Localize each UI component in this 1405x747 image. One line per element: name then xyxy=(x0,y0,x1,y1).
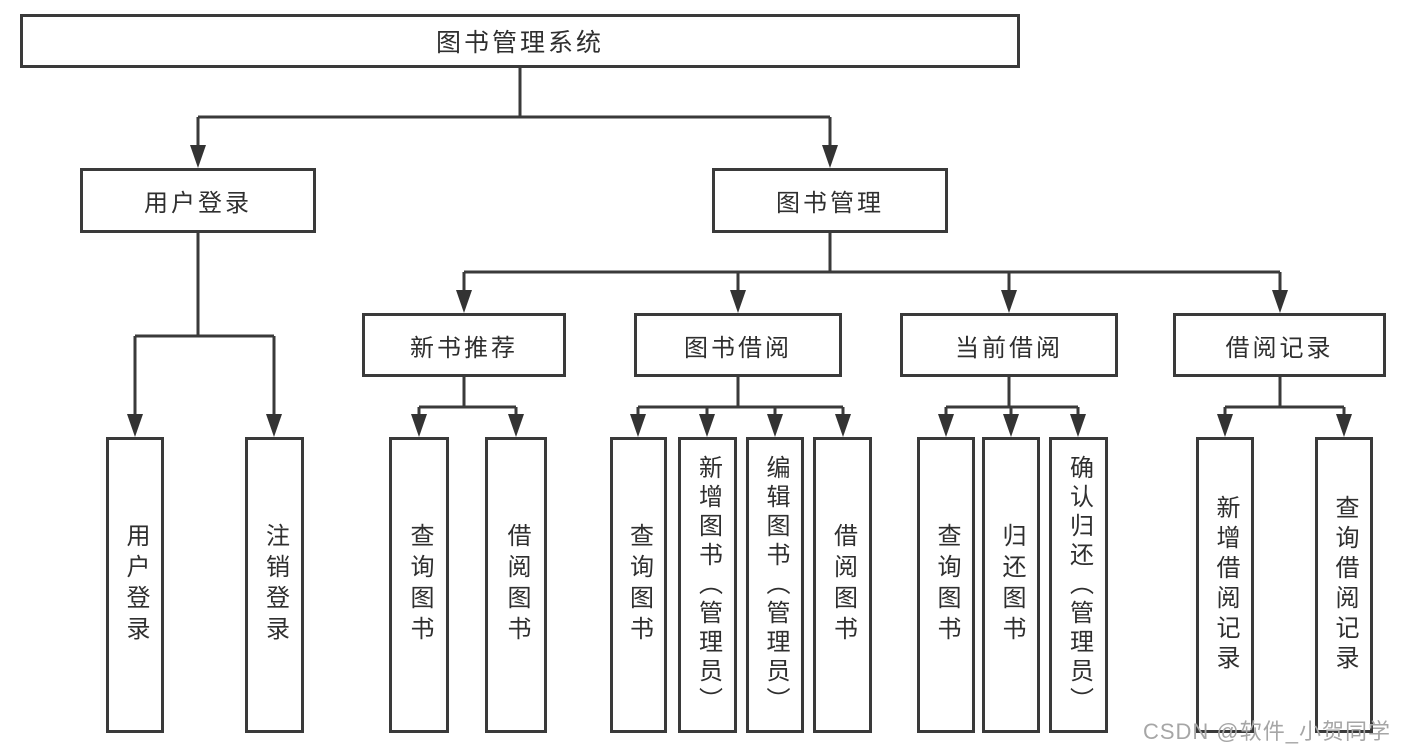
node-current-borrowing: 当前借阅 xyxy=(900,313,1118,377)
leaf-logout: 注销登录 xyxy=(245,437,304,733)
leaf-query-books-recommend-label: 查询图书 xyxy=(406,523,433,647)
leaf-borrow-books-borrowing-label: 借阅图书 xyxy=(829,523,857,647)
leaf-query-books-current: 查询图书 xyxy=(917,437,975,733)
leaf-query-borrow-record: 查询借阅记录 xyxy=(1315,437,1373,733)
node-book-borrowing: 图书借阅 xyxy=(634,313,842,377)
leaf-return-books: 归还图书 xyxy=(982,437,1040,733)
leaf-query-books-borrowing: 查询图书 xyxy=(610,437,667,733)
leaf-add-book-admin: 新增图书（管理员） xyxy=(678,437,737,733)
leaf-edit-book-admin: 编辑图书（管理员） xyxy=(746,437,804,733)
leaf-confirm-return-admin: 确认归还（管理员） xyxy=(1049,437,1108,733)
node-new-book-recommend: 新书推荐 xyxy=(362,313,566,377)
leaf-query-books-current-label: 查询图书 xyxy=(933,523,960,647)
node-book-management-label: 图书管理 xyxy=(776,190,884,217)
node-book-borrowing-label: 图书借阅 xyxy=(684,334,792,362)
leaf-query-books-recommend: 查询图书 xyxy=(389,437,449,733)
leaf-add-borrow-record-label: 新增借阅记录 xyxy=(1212,495,1239,675)
node-new-book-recommend-label: 新书推荐 xyxy=(410,334,518,362)
leaf-add-book-admin-label: 新增图书（管理员） xyxy=(694,454,722,716)
leaf-borrow-books-recommend-label: 借阅图书 xyxy=(503,523,530,647)
leaf-logout-label: 注销登录 xyxy=(261,523,289,647)
leaf-query-books-borrowing-label: 查询图书 xyxy=(625,523,653,647)
node-user-login-group-label: 用户登录 xyxy=(144,190,252,217)
node-borrowing-records: 借阅记录 xyxy=(1173,313,1386,377)
leaf-borrow-books-recommend: 借阅图书 xyxy=(485,437,547,733)
leaf-query-borrow-record-label: 查询借阅记录 xyxy=(1331,495,1358,675)
node-root: 图书管理系统 xyxy=(20,14,1020,68)
node-root-label: 图书管理系统 xyxy=(435,29,604,57)
leaf-user-login: 用户登录 xyxy=(106,437,164,733)
leaf-return-books-label: 归还图书 xyxy=(998,523,1025,647)
leaf-borrow-books-borrowing: 借阅图书 xyxy=(813,437,872,733)
watermark: CSDN @软件_小贺同学 xyxy=(1142,719,1391,744)
node-current-borrowing-label: 当前借阅 xyxy=(955,334,1063,362)
node-borrowing-records-label: 借阅记录 xyxy=(1225,334,1334,362)
node-user-login-group: 用户登录 xyxy=(80,168,316,233)
leaf-edit-book-admin-label: 编辑图书（管理员） xyxy=(762,454,789,716)
leaf-user-login-label: 用户登录 xyxy=(122,523,149,647)
node-book-management: 图书管理 xyxy=(712,168,948,233)
leaf-confirm-return-admin-label: 确认归还（管理员） xyxy=(1065,454,1093,716)
leaf-add-borrow-record: 新增借阅记录 xyxy=(1196,437,1254,733)
